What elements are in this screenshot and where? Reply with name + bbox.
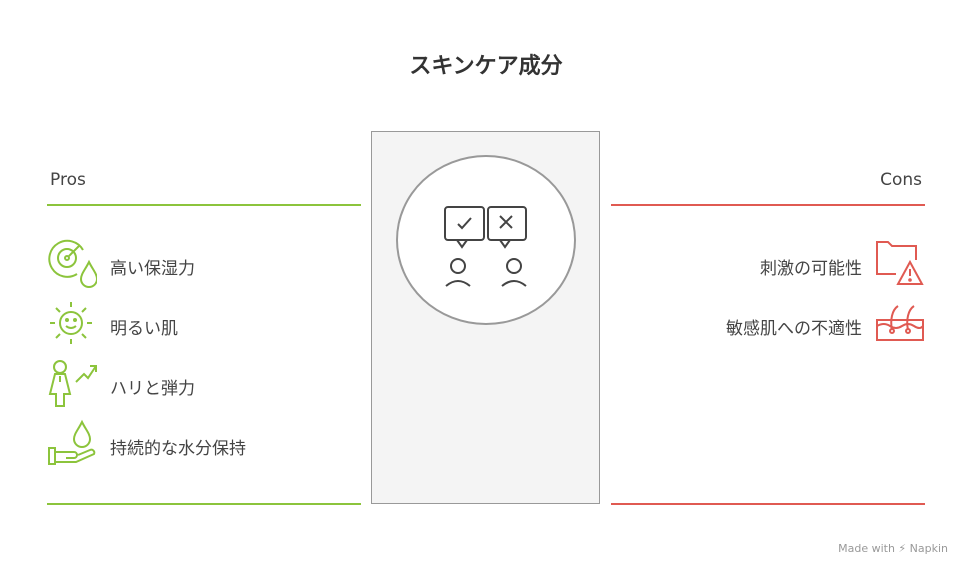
pros-item: ハリと弾力 bbox=[110, 379, 195, 399]
pros-item: 持続的な水分保持 bbox=[110, 439, 246, 459]
pros-top-divider bbox=[47, 204, 361, 206]
folder-warning-icon bbox=[876, 241, 924, 285]
pros-header: Pros bbox=[50, 170, 86, 190]
cons-item: 敏感肌への不適性 bbox=[726, 319, 862, 339]
gauge-drop-icon bbox=[48, 239, 97, 288]
cons-bottom-divider bbox=[611, 503, 925, 505]
footer-brand: Made with ⚡ Napkin bbox=[838, 542, 948, 555]
person-growth-icon bbox=[48, 360, 97, 407]
skin-layer-icon bbox=[876, 305, 924, 341]
cons-top-divider bbox=[611, 204, 925, 206]
cons-item: 刺激の可能性 bbox=[760, 259, 862, 279]
people-approve-reject-icon bbox=[444, 206, 527, 287]
pros-bottom-divider bbox=[47, 503, 361, 505]
center-circle bbox=[396, 155, 576, 325]
pros-item: 高い保湿力 bbox=[110, 259, 195, 279]
hand-drop-icon bbox=[48, 419, 96, 465]
smiling-sun-icon bbox=[50, 302, 92, 344]
page-title: スキンケア成分 bbox=[409, 54, 563, 79]
pros-item: 明るい肌 bbox=[110, 319, 178, 339]
cons-header: Cons bbox=[880, 170, 922, 190]
